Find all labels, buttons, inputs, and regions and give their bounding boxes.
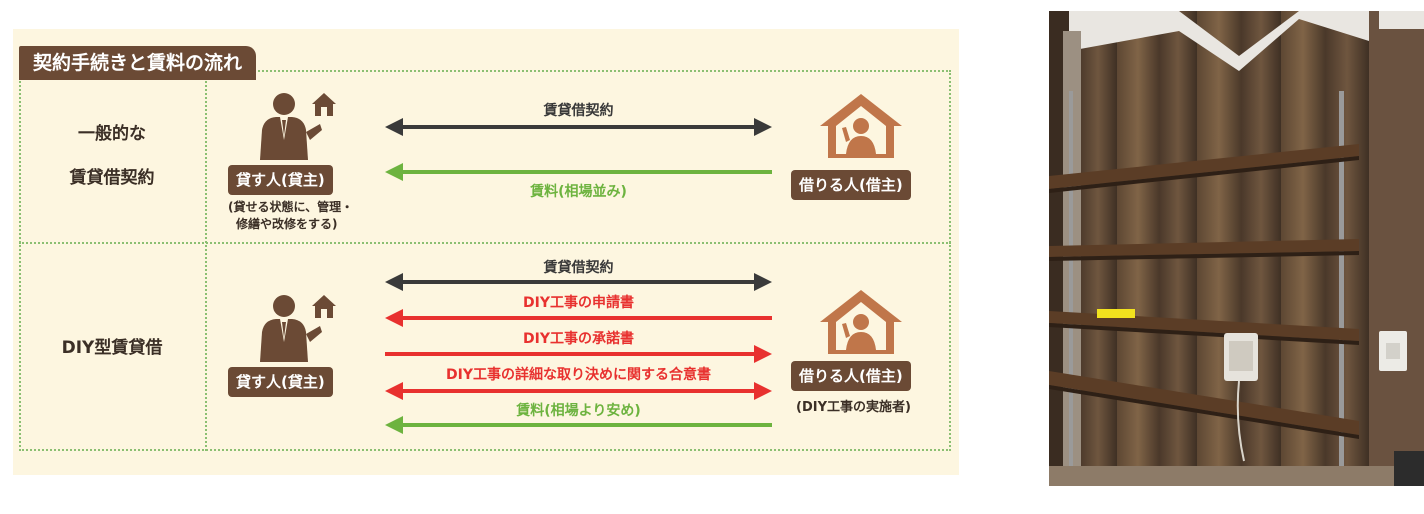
flow-label: 賃料(相場より安め) [516, 403, 641, 419]
landlord-icon [260, 93, 336, 160]
diagram-panel [13, 29, 959, 475]
flow-arrow [385, 118, 772, 136]
row-label-general-line2: 賃貸借契約 [69, 168, 155, 188]
landlord-note-line1: (貸せる状態に、管理・ [228, 200, 354, 214]
column-divider [205, 70, 207, 451]
flow-label: DIY工事の申請書 [523, 295, 634, 311]
row-divider [19, 242, 951, 244]
flow-label: DIY工事の詳細な取り決めに関する合意書 [446, 367, 711, 383]
flow-arrow [385, 345, 772, 363]
tenant-icon [820, 94, 902, 158]
diagram-frame [19, 70, 951, 451]
landlord-icon [260, 295, 336, 362]
flow-label: DIY工事の承諾書 [523, 331, 634, 347]
yellow-sticker [1097, 309, 1135, 318]
tenant-note: (DIY工事の実施者) [796, 400, 911, 415]
flow-arrow [385, 416, 772, 434]
flow-arrow [385, 273, 772, 291]
row-label-general-line1: 一般的な [78, 124, 146, 144]
row-label-diy: DIY型賃貸借 [61, 338, 163, 358]
diagram-title: 契約手続きと賃料の流れ [19, 46, 257, 80]
flow-arrow [385, 382, 772, 400]
diy-shelf-photo [1049, 11, 1424, 486]
flow-label: 賃貸借契約 [543, 103, 614, 119]
tenant-tag: 借りる人(借主) [791, 170, 911, 200]
flow-arrow [385, 163, 772, 181]
landlord-tag: 貸す人(貸主) [228, 165, 333, 195]
tenant-tag: 借りる人(借主) [791, 361, 911, 391]
tenant-icon [820, 290, 902, 354]
flow-label: 賃貸借契約 [543, 260, 614, 276]
landlord-tag: 貸す人(貸主) [228, 367, 333, 397]
wood-wall-shelves-image [1049, 11, 1424, 486]
landlord-note-line2: 修繕や改修をする) [236, 217, 338, 231]
flow-label: 賃料(相場並み) [530, 184, 627, 200]
flow-arrow [385, 309, 772, 327]
